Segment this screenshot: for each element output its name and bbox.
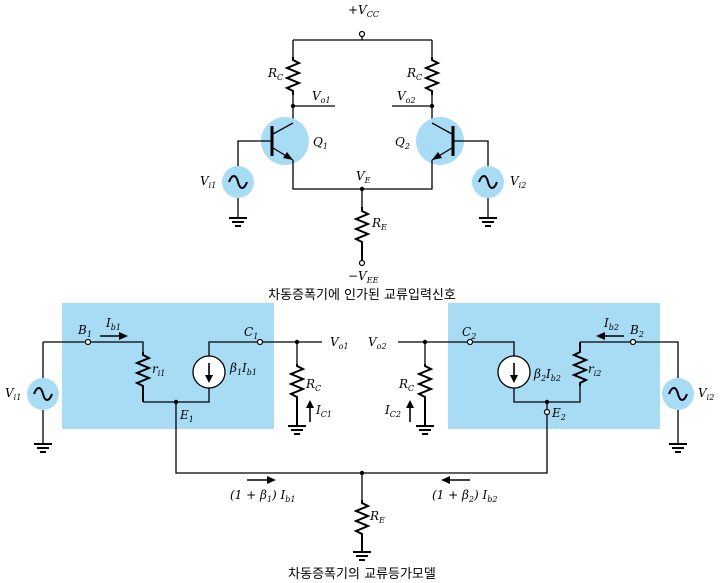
ib1-label: Ib1 (105, 316, 121, 332)
rc-right-label: RC (406, 66, 422, 82)
q1-label: Q1 (313, 135, 328, 151)
e2-node (543, 408, 551, 416)
rc-left-bottom-label: RC (305, 377, 321, 393)
vo2-label: Vo2 (397, 89, 416, 105)
rc-right-resistor (423, 57, 441, 95)
vi2-top-label: Vi2 (510, 174, 526, 190)
top-circuit: +VCC RC RC Vo1 Vo2 Q1 Q2 VE RE −VE (200, 3, 526, 285)
q2-label: Q2 (395, 135, 410, 151)
b1-label: B1 (77, 323, 92, 339)
right-model-box (448, 303, 660, 429)
e2-label: E2 (551, 406, 566, 422)
cur2-label: (1 + β2) Ib2 (432, 488, 498, 504)
e1-label: E1 (179, 408, 194, 424)
rc-left-label: RC (267, 66, 283, 82)
cur1-label: (1 + β1) Ib1 (230, 488, 296, 504)
vi1-bottom-label: Vi1 (5, 386, 21, 402)
ri1-label: ri1 (152, 362, 165, 378)
vi2-bottom-label: Vi2 (698, 386, 714, 402)
vee-label: −VEE (348, 269, 379, 285)
re-bottom-resistor (353, 500, 371, 552)
rc-right-bottom-label: RC (398, 377, 414, 393)
c1-label: C1 (244, 325, 258, 341)
rc-left-resistor (284, 57, 302, 95)
ri2-resistor (571, 342, 589, 386)
re-top-resistor (353, 207, 371, 260)
left-model-box (62, 303, 274, 429)
bottom-model: Vi1 B1 Ib1 ri1 E1 β1Ib1 C1 Vo1 RC IC1 Vo… (5, 303, 714, 561)
re-top-label: RE (371, 216, 387, 232)
vcc-label: +VCC (348, 3, 379, 19)
vo1-bottom-label: Vo1 (330, 335, 349, 351)
b1-node (84, 338, 92, 346)
vee-terminal (358, 259, 366, 267)
ground-vi2-top (479, 217, 497, 227)
ground-vi1-top (229, 217, 247, 227)
ve-label: VE (356, 169, 371, 185)
ib2-label: Ib2 (603, 316, 619, 332)
ri2-label: ri2 (588, 362, 601, 378)
ground-re-bottom (353, 551, 371, 561)
vo2-bottom-label: Vo2 (368, 335, 387, 351)
ic2-label: IC2 (384, 403, 401, 419)
rc-right-bottom-resistor (416, 364, 434, 426)
caption-bottom: 차동증폭기의 교류등가모델 (288, 567, 436, 582)
re-bottom-label: RE (369, 509, 385, 525)
vcc-terminal (358, 30, 366, 38)
src2-label: β2Ib2 (533, 367, 561, 383)
c2-label: C2 (462, 325, 476, 341)
b2-label: B2 (629, 323, 644, 339)
ri1-resistor (134, 352, 152, 402)
b2-node (629, 338, 637, 346)
src1-label: β1Ib1 (229, 361, 257, 377)
ic1-label: IC1 (315, 403, 332, 419)
rc-left-bottom-resistor (288, 364, 306, 426)
caption-top: 차동증폭기에 인가된 교류입력신호 (268, 288, 456, 303)
vi1-top-label: Vi1 (200, 174, 216, 190)
vo1-label: Vo1 (312, 89, 331, 105)
